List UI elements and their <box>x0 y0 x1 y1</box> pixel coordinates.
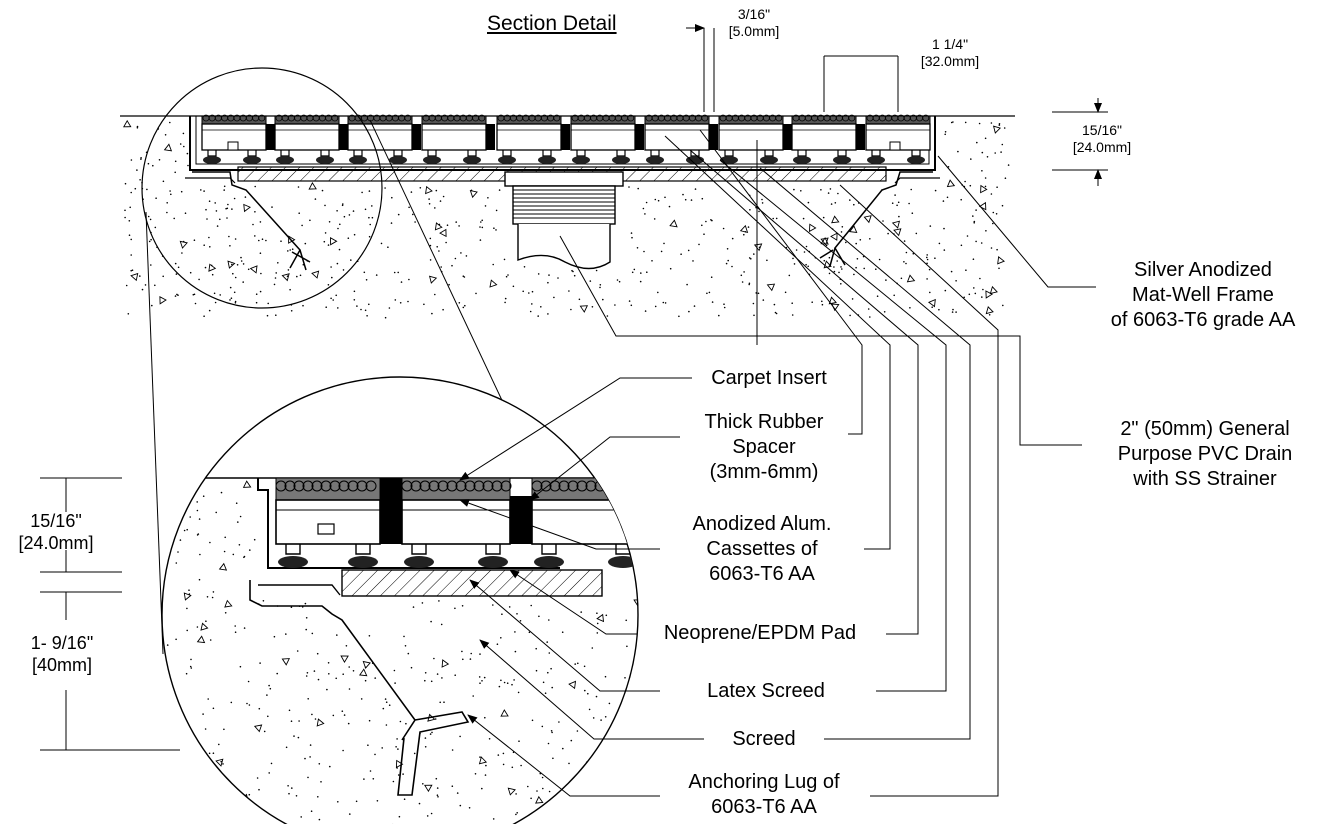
pvc-drain <box>505 172 623 269</box>
drawing-title: Section Detail <box>487 12 617 36</box>
dim-detail-lug-imperial: 1- 9/16" <box>31 632 93 654</box>
dim-cassette-width-imperial: 1 1/4" <box>921 36 979 53</box>
dim-frame-depth: 15/16" [24.0mm] <box>1073 122 1131 156</box>
label-frame-line-2: Mat-Well Frame <box>1111 283 1296 308</box>
label-carpet-line-1: Carpet Insert <box>711 366 827 391</box>
dim-detail-lug: 1- 9/16" [40mm] <box>31 632 93 676</box>
label-pad-line-1: Neoprene/EPDM Pad <box>664 621 856 646</box>
label-drain-line-2: Purpose PVC Drain <box>1118 442 1293 467</box>
label-drain: 2" (50mm) General Purpose PVC Drain with… <box>1118 417 1293 492</box>
dim-detail-depth-metric: [24.0mm] <box>18 532 93 554</box>
label-spacer-line-2: Spacer <box>705 435 824 460</box>
label-spacer-line-1: Thick Rubber <box>705 410 824 435</box>
dim-detail-depth-imperial: 15/16" <box>18 510 93 532</box>
label-cassettes: Anodized Alum. Cassettes of 6063-T6 AA <box>693 512 832 587</box>
label-spacer-line-3: (3mm-6mm) <box>705 460 824 485</box>
dim-spacer-gap: 3/16" [5.0mm] <box>729 6 780 40</box>
label-spacer: Thick Rubber Spacer (3mm-6mm) <box>705 410 824 485</box>
dim-detail-depth: 15/16" [24.0mm] <box>18 510 93 554</box>
cassette-row <box>202 115 930 164</box>
label-lug-line-2: 6063-T6 AA <box>688 795 839 820</box>
label-latex: Latex Screed <box>707 679 825 704</box>
dim-spacer-gap-imperial: 3/16" <box>729 6 780 23</box>
label-screed: Screed <box>732 727 795 752</box>
dim-frame-depth-metric: [24.0mm] <box>1073 139 1131 156</box>
detail-callout-circle <box>142 68 382 308</box>
label-screed-line-1: Screed <box>732 727 795 752</box>
label-cassettes-line-2: Cassettes of <box>693 537 832 562</box>
dim-cassette-width: 1 1/4" [32.0mm] <box>921 36 979 70</box>
dim-spacer-gap-metric: [5.0mm] <box>729 23 780 40</box>
label-cassettes-line-1: Anodized Alum. <box>693 512 832 537</box>
label-cassettes-line-3: 6063-T6 AA <box>693 562 832 587</box>
label-lug: Anchoring Lug of 6063-T6 AA <box>688 770 839 820</box>
label-carpet: Carpet Insert <box>711 366 827 391</box>
label-latex-line-1: Latex Screed <box>707 679 825 704</box>
label-drain-line-1: 2" (50mm) General <box>1118 417 1293 442</box>
label-pad: Neoprene/EPDM Pad <box>664 621 856 646</box>
label-frame: Silver Anodized Mat-Well Frame of 6063-T… <box>1111 258 1296 333</box>
label-frame-line-3: of 6063-T6 grade AA <box>1111 308 1296 333</box>
label-frame-line-1: Silver Anodized <box>1111 258 1296 283</box>
enlarged-detail <box>150 377 650 824</box>
dim-cassette-width-metric: [32.0mm] <box>921 53 979 70</box>
label-lug-line-1: Anchoring Lug of <box>688 770 839 795</box>
label-drain-line-3: with SS Strainer <box>1118 467 1293 492</box>
dim-frame-depth-imperial: 15/16" <box>1073 122 1131 139</box>
dim-detail-lug-metric: [40mm] <box>31 654 93 676</box>
